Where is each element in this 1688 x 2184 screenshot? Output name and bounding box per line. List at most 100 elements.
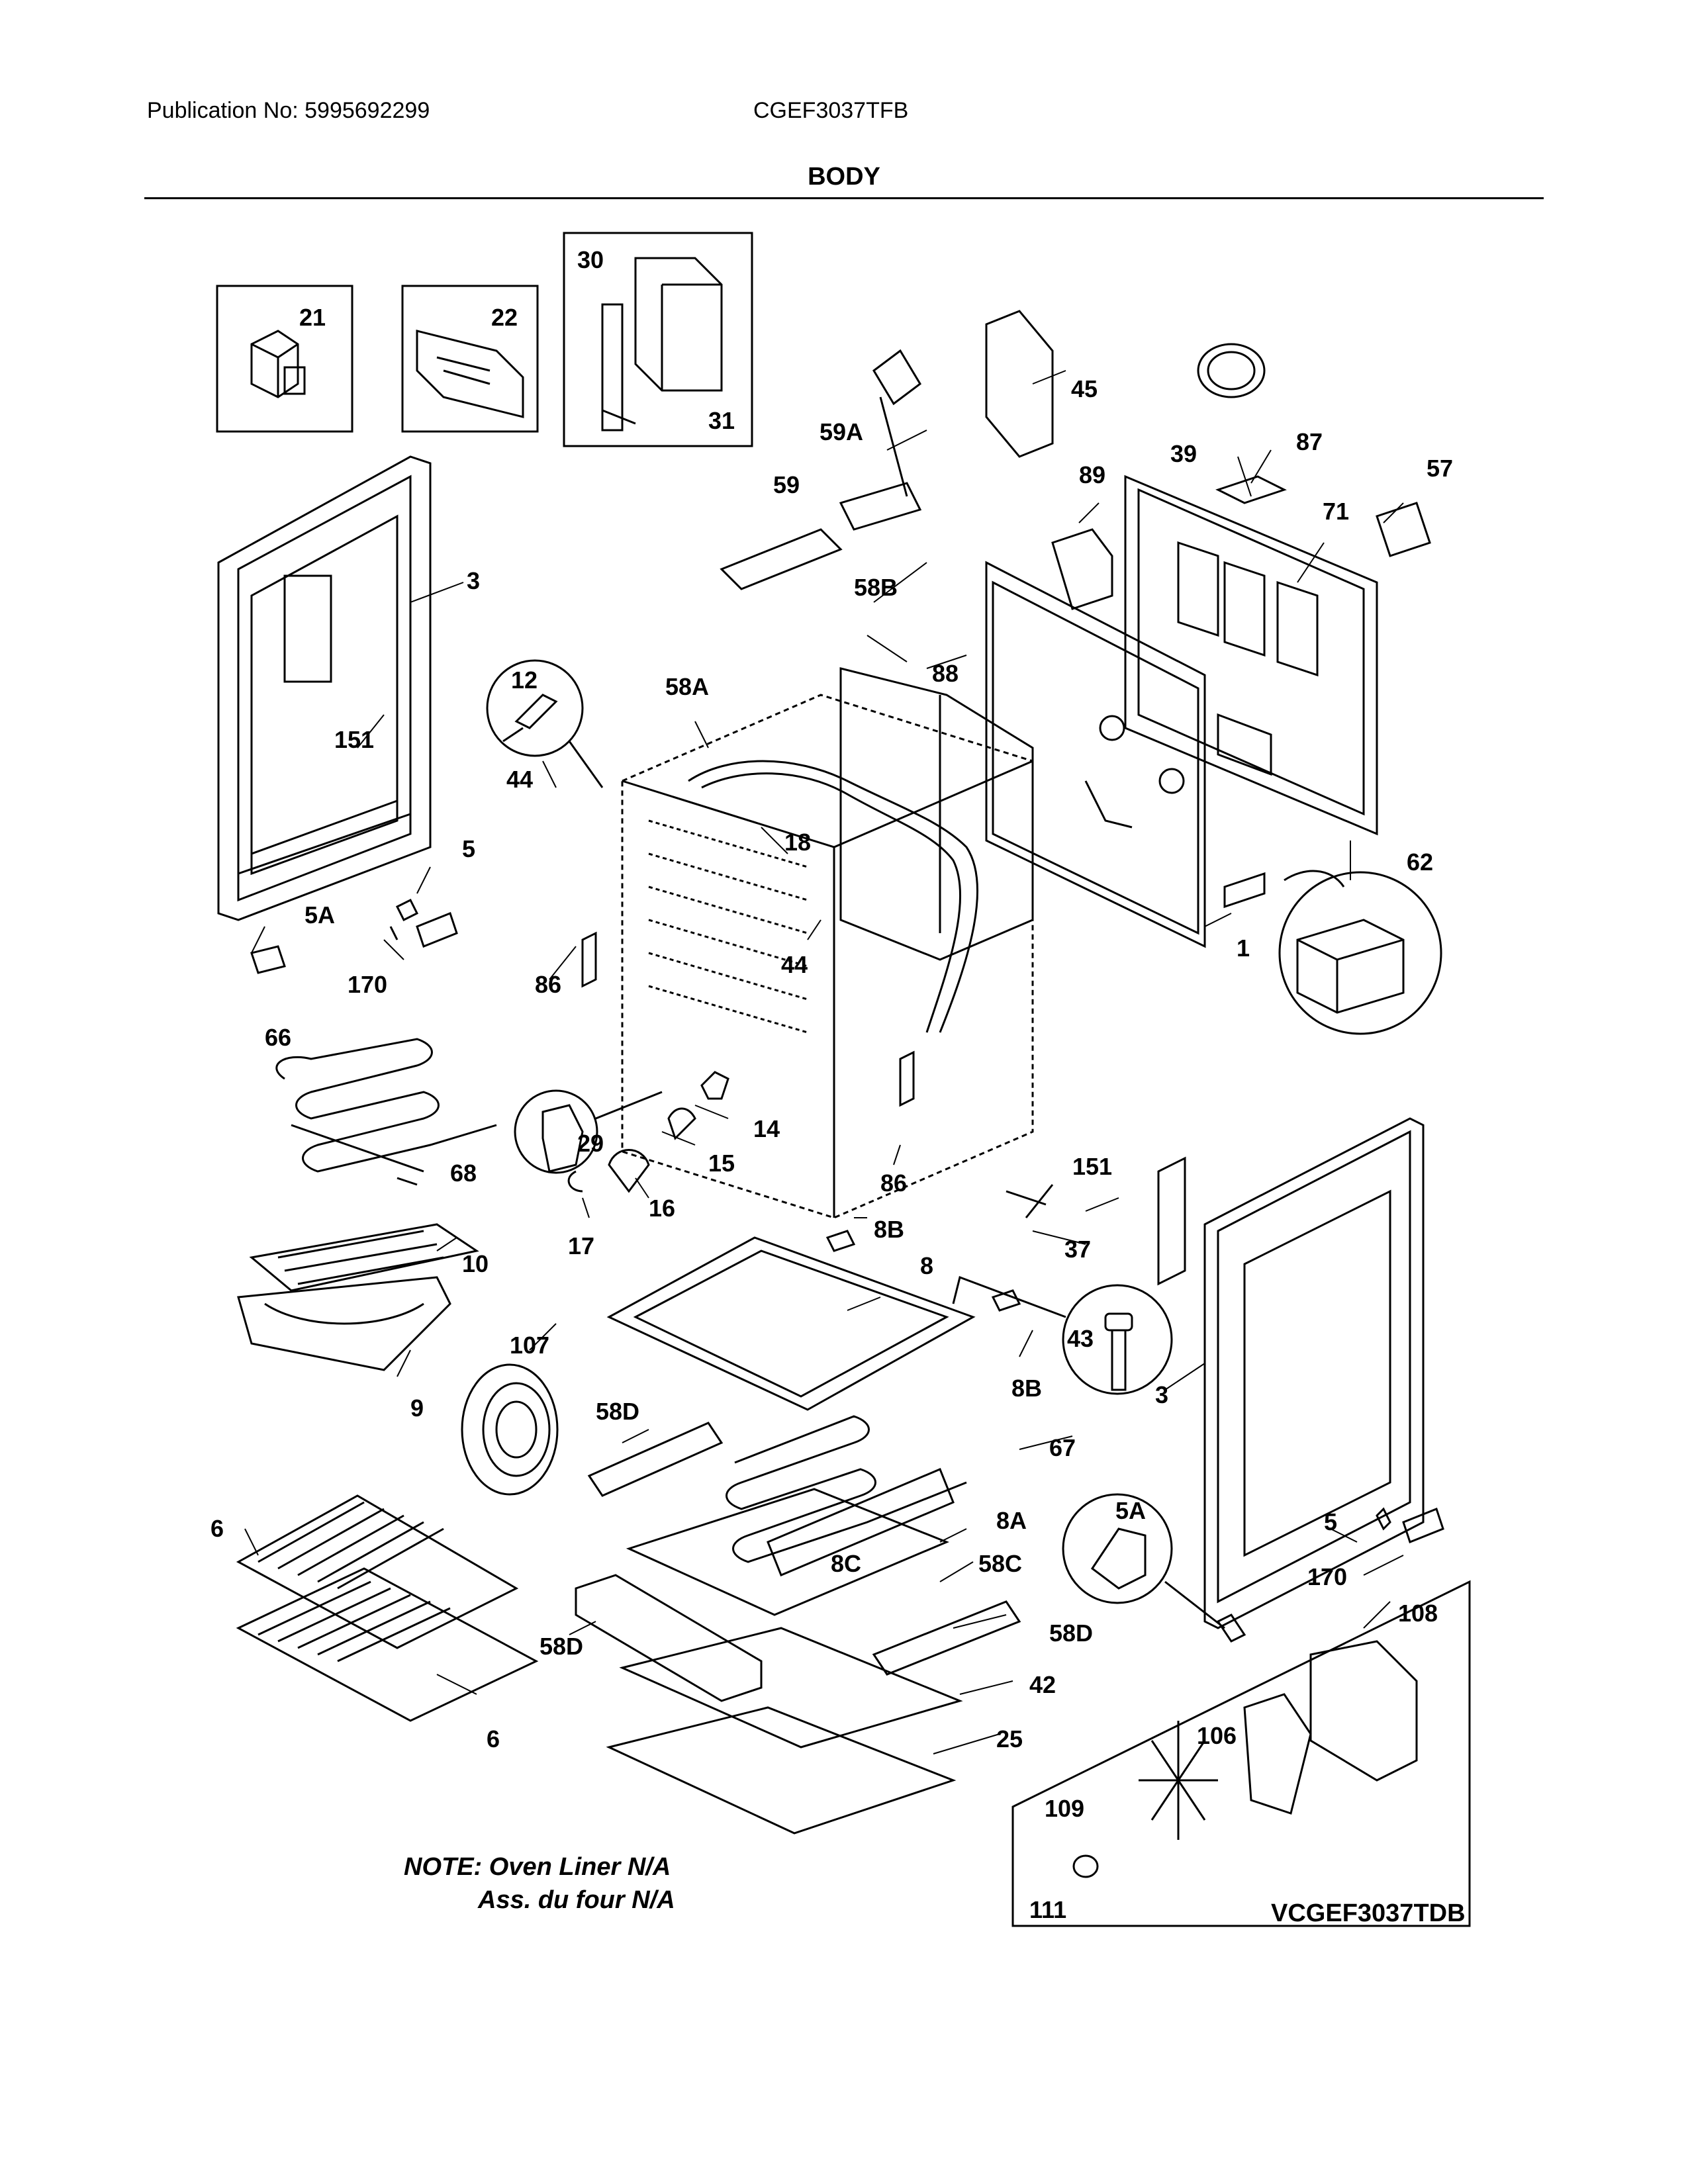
bake-element	[275, 1038, 497, 1186]
insulation-blanket	[839, 667, 1034, 961]
part-22-inset	[401, 285, 539, 433]
callout-45: 45	[1071, 375, 1098, 402]
section-title: BODY	[808, 163, 880, 191]
callout-30: 30	[577, 246, 604, 273]
callout-9: 9	[410, 1394, 424, 1422]
callout-8: 8	[920, 1252, 933, 1279]
callout-15: 15	[708, 1150, 735, 1177]
callout-6-top: 6	[211, 1515, 224, 1542]
callout-8B-bottom: 8B	[1011, 1375, 1042, 1402]
callout-59A: 59A	[820, 418, 863, 445]
part-43-inset	[952, 1276, 1173, 1395]
oven-racks	[236, 1494, 539, 1722]
callout-8C: 8C	[831, 1550, 861, 1577]
callout-5A-left: 5A	[305, 901, 335, 929]
oven-cavity	[621, 694, 1034, 1219]
title-divider	[144, 197, 1544, 199]
callout-6-bottom: 6	[487, 1725, 500, 1752]
part-39-cord	[1197, 343, 1266, 398]
callout-25: 25	[996, 1725, 1023, 1752]
callout-5-left: 5	[462, 835, 475, 862]
oven-light-parts	[567, 1071, 729, 1193]
callout-31: 31	[708, 407, 735, 434]
callout-106: 106	[1197, 1722, 1237, 1749]
callout-59: 59	[773, 471, 800, 498]
part-21-inset	[216, 285, 353, 433]
publication-number: Publication No: 5995692299	[147, 98, 430, 123]
callout-10: 10	[462, 1250, 489, 1277]
callout-58B: 58B	[854, 574, 898, 601]
part-59-59A-45	[720, 310, 1054, 590]
note-line-1: NOTE: Oven Liner N/A	[404, 1853, 671, 1881]
callout-57: 57	[1427, 455, 1453, 482]
left-side-panel	[217, 455, 432, 921]
part-30-31-inset	[563, 232, 753, 447]
callout-108: 108	[1398, 1600, 1438, 1627]
callout-68: 68	[450, 1160, 477, 1187]
callout-16: 16	[649, 1195, 675, 1222]
callout-58C: 58C	[978, 1550, 1022, 1577]
callout-5A-right: 5A	[1115, 1497, 1146, 1524]
callout-111: 111	[1029, 1896, 1066, 1923]
callout-151-right: 151	[1072, 1153, 1112, 1180]
callout-5-right: 5	[1324, 1508, 1337, 1535]
callout-58D-top: 58D	[596, 1398, 639, 1425]
part-87-89-57	[1051, 475, 1431, 610]
callout-3-right: 3	[1155, 1381, 1168, 1408]
broil-pan	[237, 1276, 451, 1371]
callout-3-left: 3	[467, 567, 480, 594]
callout-71: 71	[1323, 498, 1349, 525]
callout-39: 39	[1170, 440, 1197, 467]
callout-21: 21	[299, 304, 326, 331]
part-12-inset	[486, 659, 604, 788]
callout-58A: 58A	[665, 673, 709, 700]
callout-12: 12	[511, 666, 538, 694]
callout-151-left: 151	[334, 726, 374, 753]
callout-170-left: 170	[348, 971, 387, 998]
callout-labels: 21 22 30 31 3 151 12 44 58A 18 58B 88 59…	[211, 246, 1453, 1923]
callout-44-mid: 44	[781, 951, 808, 978]
broil-element	[726, 1415, 967, 1563]
convection-fan-cover	[461, 1363, 559, 1496]
callout-37: 37	[1064, 1236, 1091, 1263]
callout-86-right: 86	[880, 1169, 907, 1197]
callout-89: 89	[1079, 461, 1105, 488]
callout-109: 109	[1045, 1795, 1084, 1822]
model-number: CGEF3037TFB	[753, 98, 909, 123]
part-62-inset	[1223, 870, 1442, 1035]
callout-44-top: 44	[506, 766, 533, 793]
callout-86-left: 86	[535, 971, 561, 998]
callout-66: 66	[265, 1024, 291, 1051]
callout-14: 14	[753, 1115, 780, 1142]
oven-bottom-tray	[606, 1236, 976, 1411]
callout-87: 87	[1296, 428, 1323, 455]
callout-107: 107	[510, 1332, 549, 1359]
part-29-inset	[514, 1089, 663, 1174]
callout-58D-left: 58D	[539, 1633, 583, 1660]
rear-cover	[1124, 475, 1378, 836]
callout-62: 62	[1407, 848, 1433, 876]
callout-22: 22	[491, 304, 518, 331]
lower-trim-parts	[575, 1422, 1021, 1835]
callout-170-right: 170	[1307, 1563, 1347, 1590]
callout-17: 17	[568, 1232, 594, 1259]
callout-67: 67	[1049, 1434, 1076, 1461]
variant-model-label: VCGEF3037TDB	[1271, 1899, 1466, 1927]
convection-assembly-inset	[1011, 1580, 1471, 1927]
leader-lines	[244, 370, 1404, 1754]
back-panel	[985, 561, 1206, 948]
callout-58D-right: 58D	[1049, 1619, 1093, 1647]
broil-pan-grid	[249, 1223, 479, 1292]
callout-8A: 8A	[996, 1507, 1027, 1534]
callout-18: 18	[784, 829, 811, 856]
callout-42: 42	[1029, 1671, 1056, 1698]
right-side-panel	[1203, 1117, 1425, 1629]
callout-1: 1	[1237, 934, 1250, 962]
callout-88: 88	[932, 660, 959, 687]
part-5A-inset	[1062, 1493, 1225, 1629]
hardware-bits	[250, 898, 1444, 1643]
callout-43: 43	[1067, 1325, 1094, 1352]
callout-29: 29	[577, 1130, 604, 1157]
note-line-2: Ass. du four N/A	[478, 1886, 675, 1914]
